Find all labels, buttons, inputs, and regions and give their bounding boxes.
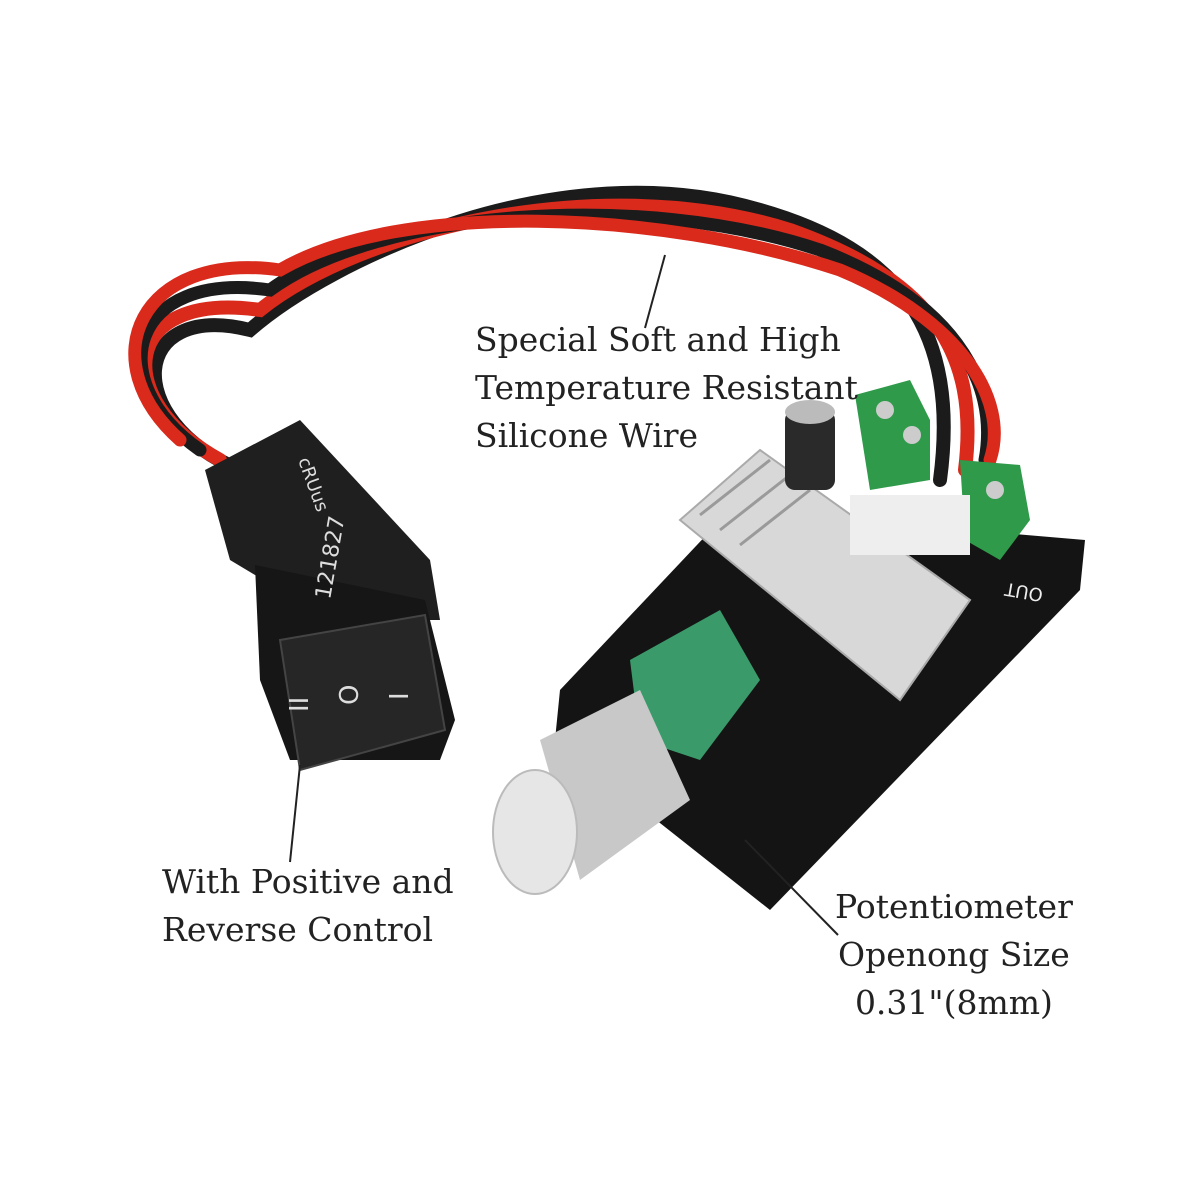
switch-callout-line: With Positive and [162, 862, 454, 901]
wire-callout-line: Silicone Wire [475, 416, 699, 455]
switch-symbol-ii: II [285, 697, 315, 712]
pot-callout-line: 0.31"(8mm) [854, 983, 1053, 1022]
switch-symbol-i: I [385, 692, 415, 700]
pot-leader-line [744, 839, 839, 936]
rocker-switch: II O I 121827 cRUus [205, 420, 455, 772]
switch-symbol-o: O [335, 685, 365, 705]
wire-leader-line [644, 254, 666, 329]
silicone-wires [128, 185, 1001, 487]
potentiometer-callout: Potentiometer Openong Size 0.31"(8mm) [835, 883, 1073, 1027]
wire-callout-line: Special Soft and High [475, 320, 841, 359]
switch-callout-line: Reverse Control [162, 910, 434, 949]
wire-callout-line: Temperature Resistant [475, 368, 858, 407]
pot-callout-line: Openong Size [838, 935, 1070, 974]
switch-callout: With Positive and Reverse Control [162, 858, 454, 954]
pot-callout-line: Potentiometer [835, 887, 1073, 926]
switch-leader-line [289, 764, 301, 863]
controller-board: OUT [492, 380, 1085, 910]
wire-callout: Special Soft and High Temperature Resist… [475, 316, 858, 460]
